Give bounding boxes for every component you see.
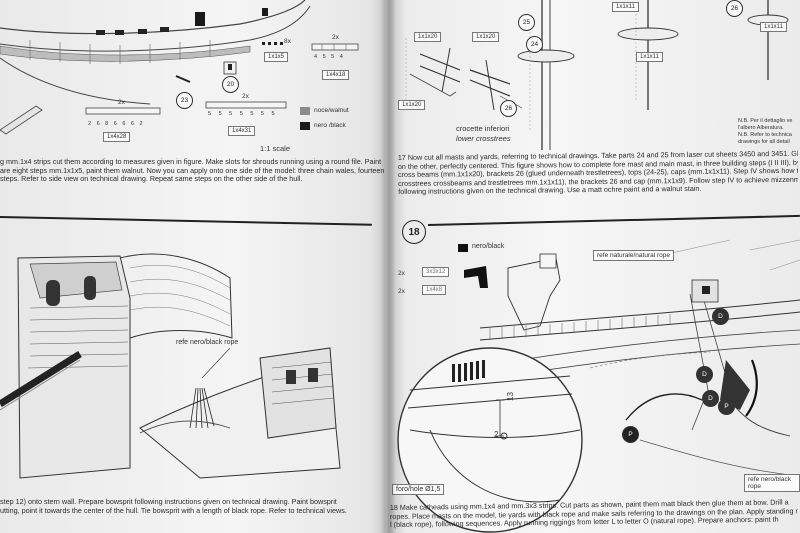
label-1x1x11-right: 1x1x11	[760, 22, 787, 32]
step-18-strip-3x3x12: 3x3x12	[422, 267, 450, 277]
step-17-line-5: following instructions given on the tech…	[398, 184, 702, 197]
bottom-paragraph-line-1: step 12) onto stern wall. Prepare bowspr…	[0, 498, 337, 506]
step-18-qty-a: 2x	[398, 270, 405, 277]
part-number-25: 25	[518, 14, 535, 31]
bowsprit-rope-label: refe nero/black rope	[176, 339, 239, 346]
section-divider-left	[0, 216, 372, 226]
hole-diameter-label: foro/hole Ø1,5	[392, 484, 445, 495]
quantity-8x: 8x	[284, 38, 291, 45]
natural-rope-label: refe naturale/natural rope	[593, 250, 674, 261]
nb-note-line-2: l'albero Alberatura.	[738, 125, 784, 131]
marker-d-bottom: D	[702, 390, 719, 407]
marker-d-middle: D	[696, 366, 713, 383]
ruler-measures-18: 4 5 5 4	[314, 54, 345, 60]
part-number-23: 23	[176, 92, 193, 109]
strip-label-1x1x5: 1x1x5	[264, 52, 289, 62]
step-18-legend-swatch-black	[458, 244, 468, 252]
label-1x1x20-bottom: 1x1x20	[398, 100, 426, 110]
nb-note-line-1: N.B. Per il dettaglio ve	[738, 118, 793, 124]
nb-note-line-3: N.B. Refer to technica	[738, 132, 792, 138]
legend-label-walnut: noce/walnut	[314, 107, 349, 114]
top-paragraph-line-2: are eight steps mm.1x1x5, paint them wal…	[0, 165, 384, 175]
marker-p-left: P	[622, 426, 639, 443]
step-18-strip-1x4x8: 1x4x8	[422, 285, 447, 295]
dimension-2: 2	[494, 430, 499, 439]
step-18-paragraph: 18 Make catheads using mm.1x4 and mm.3x3…	[390, 498, 800, 530]
book-gutter-shadow	[380, 0, 396, 533]
label-1x1x11-top: 1x1x11	[612, 2, 639, 12]
step-number-18: 18	[402, 220, 426, 244]
quantity-2x-middle: 2x	[242, 93, 249, 100]
legend-label-black: nero /black	[314, 122, 346, 129]
legend-swatch-walnut	[300, 107, 310, 115]
strip-label-1x4x31: 1x4x31	[228, 126, 256, 136]
ruler-measures-31: 5 5 5 5 5 5 5	[208, 111, 278, 117]
label-1x1x11-middle: 1x1x11	[636, 52, 663, 62]
crosstrees-label-italian: crocette inferiori	[456, 124, 510, 133]
bottom-paragraph-line-2: utting, point it towards the center of t…	[0, 505, 347, 515]
dimension-13: 13	[505, 392, 515, 401]
strip-label-1x4x18: 1x4x18	[322, 70, 350, 80]
nb-note-line-4: drawings for all detail	[738, 139, 790, 145]
marker-p-right: P	[718, 398, 735, 415]
ruler-measures-28: 2 6 8 6 6 6 2	[88, 121, 145, 127]
part-number-26-right: 26	[726, 0, 743, 17]
label-1x1x20-middle: 1x1x20	[472, 32, 500, 42]
top-paragraph: g mm.1x4 strips cut them according to me…	[0, 158, 384, 184]
quantity-2x-right: 2x	[332, 34, 339, 41]
hull-side-drawing	[0, 0, 359, 135]
strip-label-1x4x28: 1x4x28	[103, 132, 131, 142]
step-18-legend-label: nero/black	[472, 243, 505, 250]
top-paragraph-line-3: steps. Refer to side view on technical d…	[0, 174, 303, 184]
scale-label: 1:1 scale	[260, 144, 291, 153]
bottom-paragraph: step 12) onto stern wall. Prepare bowspr…	[0, 498, 384, 515]
marker-d-top: D	[712, 308, 729, 325]
top-paragraph-line-1: g mm.1x4 strips cut them according to me…	[0, 158, 382, 166]
legend-swatch-black	[300, 122, 310, 130]
step-18-qty-b: 2x	[398, 288, 405, 295]
crosstrees-label-english: lower crosstrees	[456, 134, 511, 143]
part-number-26-left: 26	[500, 100, 517, 117]
nb-note: N.B. Per il dettaglio ve l'albero Albera…	[738, 118, 792, 146]
step-17-paragraph: 17 Now cut all masts and yards, referrin…	[398, 150, 798, 197]
section-divider-right	[427, 214, 800, 226]
black-rope-label: refe nero/black rope	[744, 474, 800, 492]
label-1x1x20-top: 1x1x20	[414, 32, 442, 42]
quantity-2x-left: 2x	[118, 99, 125, 106]
cathead-hull-drawing	[397, 239, 800, 533]
left-page: 23 20 8x 2x 2x 2x 1x1x5 1x4x28 1x4x31 1x…	[0, 0, 386, 533]
part-number-20: 20	[222, 76, 239, 93]
stern-bowsprit-drawing	[0, 253, 341, 479]
right-page: 25 24 26 26 1x1x20 1x1x20 1x1x20 1x1x11 …	[390, 0, 800, 533]
part-number-24: 24	[526, 36, 543, 53]
